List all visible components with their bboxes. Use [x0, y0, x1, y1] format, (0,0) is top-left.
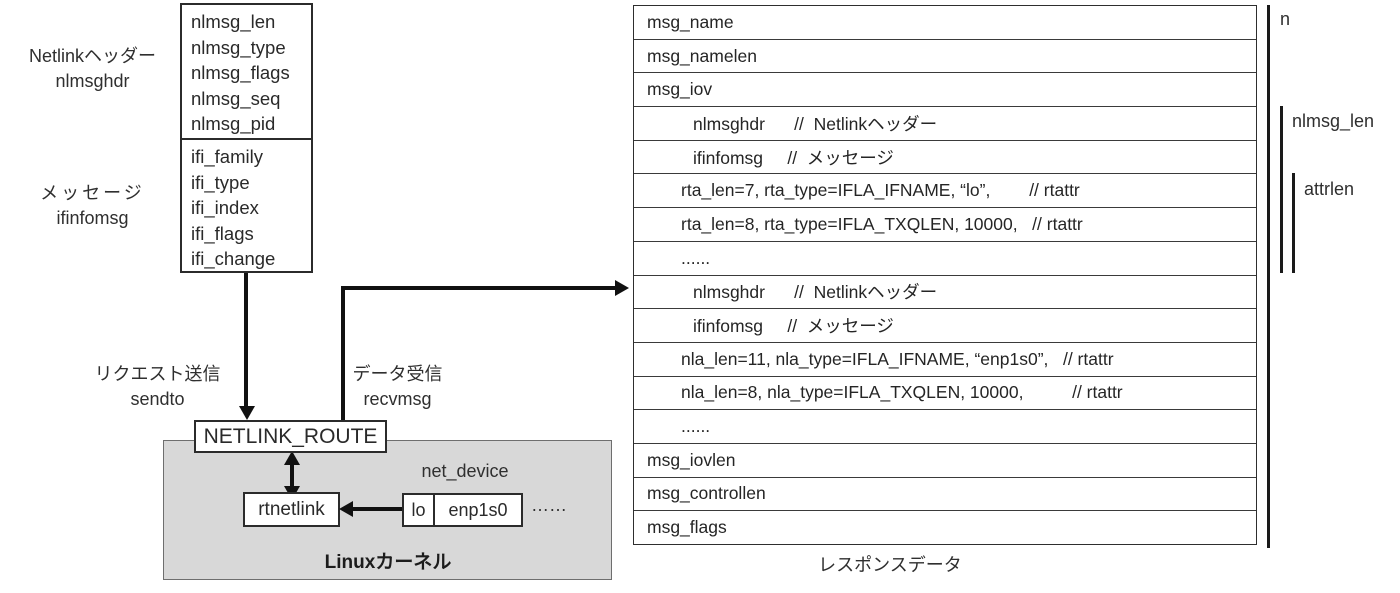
socket-rtnetlink-arrowhead-up-icon [284, 451, 300, 465]
table-row: nla_len=8, nla_type=IFLA_TXQLEN, 10000, … [634, 377, 1256, 411]
table-row: ...... [634, 410, 1256, 444]
table-row: ...... [634, 242, 1256, 276]
netlink-route-box: NETLINK_ROUTE [194, 420, 387, 453]
nlmsghdr-struct-label-line2: nlmsghdr [55, 71, 130, 91]
nlmsghdr-fields: nlmsg_len nlmsg_type nlmsg_flags nlmsg_s… [182, 5, 311, 138]
sendto-arrowhead-icon [239, 406, 255, 420]
recvmsg-label-line1: データ受信 [352, 364, 443, 384]
net-device-list: lo enp1s0 [402, 493, 523, 527]
struct-field: nlmsg_seq [191, 87, 281, 109]
struct-field: ifi_type [191, 171, 250, 193]
device-rtnetlink-arrowhead-icon [339, 501, 353, 517]
device-ellipsis: …… [531, 495, 567, 515]
device-cell-lo: lo [402, 493, 435, 527]
device-cell-enp1s0: enp1s0 [435, 493, 523, 527]
net-device-label: net_device [421, 461, 509, 481]
recvmsg-label: データ受信 recvmsg [315, 362, 480, 412]
table-row: msg_flags [647, 517, 727, 538]
sendto-label-line1: リクエスト送信 [94, 364, 221, 384]
table-row: nlmsghdr // Netlinkヘッダー [634, 276, 1256, 310]
nlmsghdr-struct-label: Netlinkヘッダー nlmsghdr [10, 44, 175, 94]
sendto-label: リクエスト送信 sendto [75, 362, 240, 412]
bracket-n-label: n [1280, 9, 1291, 29]
table-row: ifinfomsg // メッセージ [634, 141, 1256, 175]
table-row: ifinfomsg // メッセージ [634, 309, 1256, 343]
ifinfomsg-struct-label: メッセージ ifinfomsg [10, 181, 175, 231]
sendto-label-line2: sendto [130, 389, 185, 409]
bracket-attrlen-label: attrlen [1304, 179, 1355, 199]
rtnetlink-box: rtnetlink [243, 492, 340, 527]
netlink-route-label: NETLINK_ROUTE [203, 424, 378, 448]
bracket-attrlen-line [1292, 173, 1295, 273]
table-row: nlmsghdr // Netlinkヘッダー [634, 107, 1256, 141]
request-struct-box: nlmsg_len nlmsg_type nlmsg_flags nlmsg_s… [180, 3, 313, 273]
kernel-title: Linuxカーネル [324, 552, 452, 573]
recvmsg-arrow-vertical [341, 286, 345, 420]
recvmsg-label-line2: recvmsg [363, 389, 432, 409]
ifinfomsg-struct-label-line2: ifinfomsg [56, 208, 129, 228]
table-row: rta_len=7, rta_type=IFLA_IFNAME, “lo”, /… [634, 174, 1256, 209]
ifinfomsg-struct-label-line1: メッセージ [40, 183, 145, 203]
table-row: rta_len=8, rta_type=IFLA_TXQLEN, 10000, … [634, 208, 1256, 242]
table-row: msg_iov [634, 73, 1256, 108]
table-row: nla_len=11, nla_type=IFLA_IFNAME, “enp1s… [634, 343, 1256, 377]
recvmsg-arrow-horizontal [341, 286, 617, 290]
sendto-arrow-line [244, 273, 248, 408]
bracket-n-line [1267, 5, 1270, 548]
struct-field: nlmsg_type [191, 36, 286, 58]
struct-field: nlmsg_len [191, 11, 276, 32]
struct-field: ifi_index [191, 197, 259, 219]
struct-field: nlmsg_pid [191, 113, 276, 135]
table-row: msg_namelen [634, 40, 1256, 74]
response-table-caption: レスポンスデータ [818, 555, 962, 575]
struct-field: nlmsg_flags [191, 62, 290, 84]
struct-field: ifi_flags [191, 222, 254, 244]
recvmsg-arrowhead-icon [615, 280, 629, 296]
struct-field: ifi_family [191, 146, 263, 167]
bracket-nlmsg-len-line [1280, 106, 1283, 273]
nlmsghdr-struct-label-line1: Netlinkヘッダー [28, 46, 157, 66]
ifinfomsg-fields: ifi_family ifi_type ifi_index ifi_flags … [182, 138, 311, 271]
device-rtnetlink-arrow-line [352, 507, 402, 511]
table-row: msg_iovlen [634, 444, 1256, 478]
socket-rtnetlink-arrow-line [290, 462, 294, 488]
struct-field: ifi_change [191, 248, 276, 270]
rtnetlink-label: rtnetlink [258, 498, 325, 520]
response-table: msg_name msg_namelen msg_iov nlmsghdr //… [633, 5, 1257, 545]
table-row: msg_name [634, 6, 1256, 40]
bracket-nlmsg-len-label: nlmsg_len [1292, 111, 1375, 131]
table-row: msg_controllen [634, 478, 1256, 512]
